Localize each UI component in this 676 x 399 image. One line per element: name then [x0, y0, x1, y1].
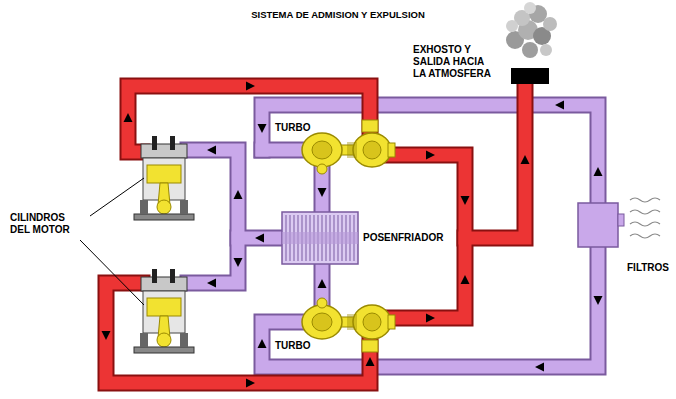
exhaust-outlet	[511, 68, 549, 84]
flow-arrow	[124, 113, 133, 122]
intake-pipe-fill	[188, 150, 238, 283]
cylinders-label: CILINDROS DEL MOTOR	[10, 212, 76, 236]
intake-pipe-outline	[262, 142, 302, 159]
flow-arrow	[207, 146, 216, 155]
exhaust-pipe-outline	[465, 82, 525, 238]
intake-pipe-outline	[188, 150, 238, 283]
parts	[80, 68, 660, 353]
intake-pipe-fill	[238, 232, 282, 245]
flow-arrow	[535, 363, 544, 372]
exhaust-pipe	[106, 82, 525, 383]
diagram-title: SISTEMA DE ADMISION Y EXPULSION	[0, 9, 676, 20]
flow-arrow	[555, 101, 564, 110]
flow-arrow	[318, 188, 327, 197]
aftercooler-label: POSENFRIADOR	[363, 232, 453, 244]
flow-arrow	[461, 275, 470, 284]
exhaust-pipe-outline	[106, 283, 370, 383]
flow-arrow	[258, 124, 267, 133]
turbo-label: TURBO	[275, 340, 315, 352]
intake-pipe-fill	[262, 144, 302, 157]
exhaust-pipe-fill	[106, 283, 370, 383]
intake-pipe	[188, 105, 598, 367]
leader-line	[90, 178, 144, 216]
flow-arrow	[234, 258, 243, 267]
engine-cylinder	[134, 136, 194, 220]
leader-line	[80, 240, 144, 305]
engine-cylinder	[134, 269, 194, 353]
exhaust-pipe-fill	[465, 82, 525, 238]
flow-arrow	[255, 234, 264, 243]
flow-arrow	[521, 155, 530, 164]
flow-arrow	[461, 196, 470, 205]
exhaust-label: EXHOSTO Y SALIDA HACIA LA ATMOSFERA	[413, 44, 497, 80]
pipes	[106, 82, 598, 383]
flow-arrow	[594, 167, 603, 176]
flow-arrow	[234, 190, 243, 199]
flow-arrow	[426, 151, 435, 160]
flow-arrow	[246, 379, 255, 388]
aftercooler	[282, 212, 358, 264]
flow-arrow	[246, 82, 255, 91]
filter-box	[578, 198, 660, 247]
intake-pipe-outline	[238, 230, 282, 247]
flow-arrow	[366, 357, 375, 366]
flow-arrow	[594, 296, 603, 305]
turbocharger	[302, 120, 395, 174]
flow-arrow	[318, 279, 327, 288]
turbocharger	[302, 298, 395, 352]
smoke-cloud	[506, 2, 557, 58]
flow-arrow	[102, 331, 111, 340]
flow-arrow	[426, 314, 435, 323]
intake-pipe-fill	[262, 105, 598, 367]
intake-pipe-outline	[262, 105, 598, 367]
flow-arrow	[258, 339, 267, 348]
flow-arrow	[207, 279, 216, 288]
turbo-label: TURBO	[275, 122, 315, 134]
flow-arrows	[102, 82, 603, 388]
filter-label: FILTROS	[627, 262, 673, 274]
